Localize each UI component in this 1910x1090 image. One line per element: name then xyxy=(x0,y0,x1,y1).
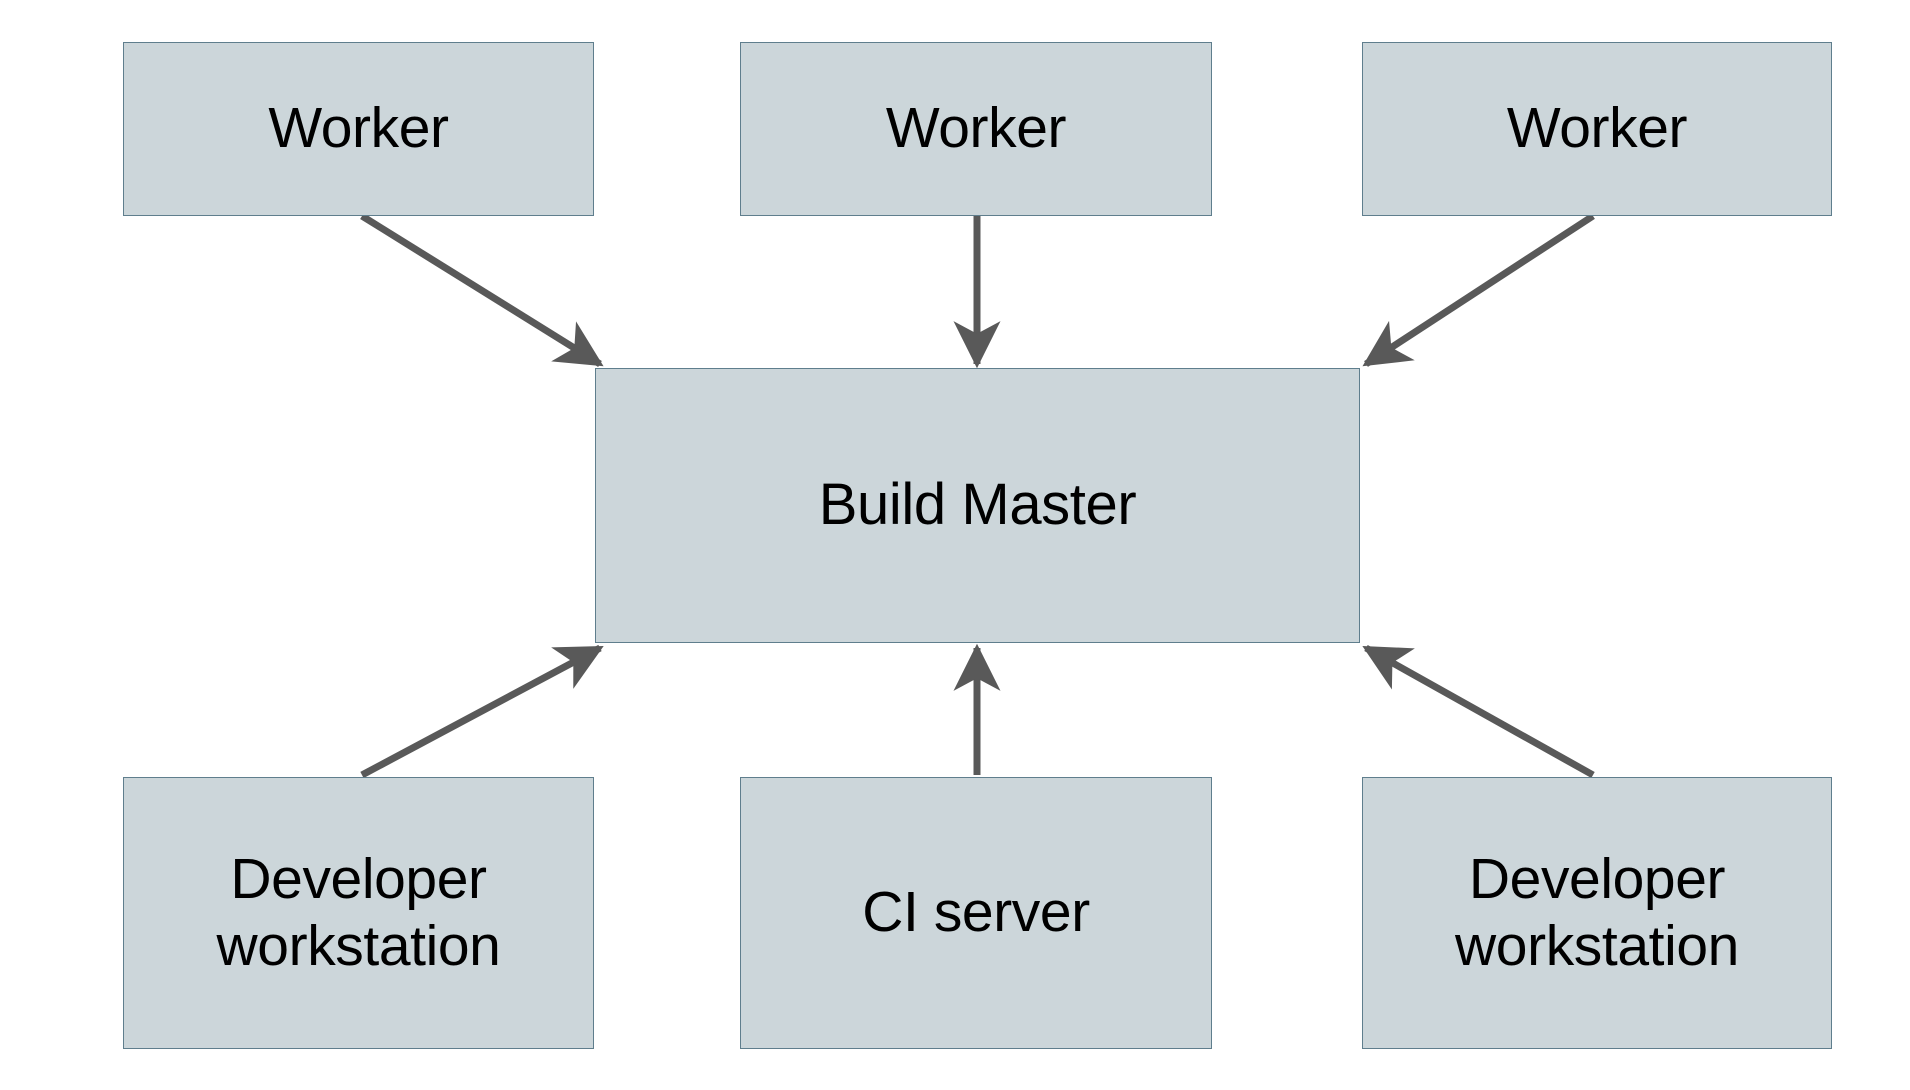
node-ci-server-label: CI server xyxy=(862,880,1090,945)
node-worker-3-label: Worker xyxy=(1506,96,1688,161)
node-build-master[interactable]: Build Master xyxy=(595,368,1360,643)
node-worker-3[interactable]: Worker xyxy=(1362,42,1832,216)
node-ci-server[interactable]: CI server xyxy=(740,777,1212,1049)
node-build-master-label: Build Master xyxy=(818,472,1137,538)
node-worker-1-label: Worker xyxy=(268,96,449,161)
node-worker-2-label: Worker xyxy=(885,96,1067,161)
node-developer-workstation-left-label: Developer workstation xyxy=(216,846,501,978)
edge-dev-right-to-master xyxy=(1362,644,1595,779)
node-developer-workstation-left[interactable]: Developer workstation xyxy=(123,777,594,1049)
edge-worker-1-to-master xyxy=(360,213,604,367)
edge-dev-left-to-master xyxy=(360,644,604,779)
node-developer-workstation-right-label: Developer workstation xyxy=(1455,846,1739,978)
node-worker-1[interactable]: Worker xyxy=(123,42,594,216)
edge-worker-3-to-master xyxy=(1362,213,1595,367)
node-worker-2[interactable]: Worker xyxy=(740,42,1212,216)
node-developer-workstation-right[interactable]: Developer workstation xyxy=(1362,777,1832,1049)
